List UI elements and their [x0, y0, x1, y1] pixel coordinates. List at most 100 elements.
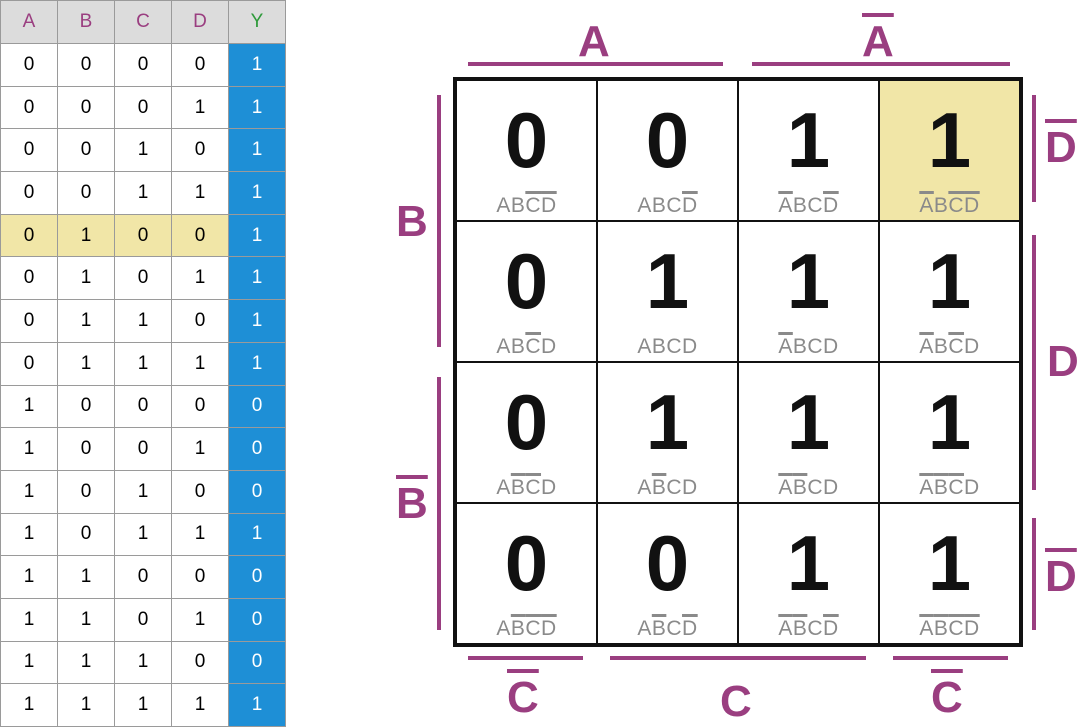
minterm-variable: C — [525, 476, 542, 499]
label-a-top: A — [578, 17, 610, 66]
minterm-variable: B — [651, 617, 667, 640]
input-cell: 0 — [114, 43, 172, 87]
kmap-cell-value: 1 — [786, 237, 831, 325]
input-cell: 0 — [171, 299, 229, 343]
minterm-variable: D — [964, 476, 980, 499]
input-cell: 0 — [171, 213, 229, 258]
minterm-variable: B — [651, 194, 667, 217]
input-cell: 1 — [114, 640, 172, 685]
minterm-variable: D — [964, 617, 980, 640]
minterm-variable: D — [682, 617, 698, 640]
truth-table-header-row: A B C D Y — [0, 0, 286, 44]
output-cell: 1 — [228, 171, 286, 215]
output-cell: 1 — [228, 85, 286, 130]
input-cell: 0 — [114, 427, 172, 471]
input-cell: 0 — [0, 299, 58, 343]
input-cell: 1 — [114, 299, 172, 343]
kmap-cell-minterm: ABCD — [457, 194, 596, 218]
kmap-cell-minterm: ABCD — [457, 335, 596, 359]
minterm-variable: A — [496, 476, 511, 499]
input-cell: 1 — [0, 384, 58, 429]
minterm-variable: A — [496, 194, 511, 217]
input-cell: 1 — [171, 341, 229, 386]
minterm-variable: B — [933, 335, 949, 358]
bracket-not-a-top — [752, 62, 1010, 66]
kmap-cell-value: 1 — [927, 519, 972, 607]
input-cell: 1 — [114, 683, 172, 727]
input-cell: 1 — [0, 469, 58, 514]
minterm-variable: B — [510, 194, 526, 217]
minterm-variable: A — [637, 194, 652, 217]
output-cell: 0 — [228, 469, 286, 514]
minterm-variable: A — [496, 335, 511, 358]
input-cell: 1 — [114, 341, 172, 386]
label-not-c-bottom-right: C — [931, 673, 963, 722]
input-cell: 1 — [114, 171, 172, 215]
minterm-variable: D — [541, 335, 557, 358]
minterm-variable: A — [496, 617, 511, 640]
input-cell: 1 — [171, 512, 229, 557]
header-a: A — [0, 0, 58, 44]
minterm-variable: D — [823, 476, 839, 499]
minterm-variable: A — [778, 476, 793, 499]
minterm-variable: C — [666, 476, 683, 499]
minterm-variable: C — [807, 335, 824, 358]
label-not-b-left: B — [396, 479, 428, 528]
kmap-cell-value: 1 — [645, 378, 690, 466]
minterm-variable: D — [823, 194, 839, 217]
minterm-variable: C — [948, 194, 965, 217]
header-b: B — [57, 0, 115, 44]
minterm-variable: A — [637, 335, 652, 358]
kmap-cell-value: 0 — [504, 378, 549, 466]
bracket-not-d-top-right — [1032, 95, 1036, 202]
label-d-right: D — [1047, 337, 1079, 386]
minterm-variable: B — [933, 194, 949, 217]
minterm-variable: B — [651, 335, 667, 358]
minterm-variable: C — [948, 476, 965, 499]
minterm-variable: B — [510, 335, 526, 358]
minterm-variable: C — [666, 617, 683, 640]
input-cell: 0 — [114, 256, 172, 301]
output-cell: 1 — [228, 256, 286, 301]
input-cell: 1 — [171, 683, 229, 727]
input-cell: 0 — [57, 85, 115, 130]
input-cell: 0 — [114, 213, 172, 258]
kmap-cell-value: 1 — [786, 96, 831, 184]
kmap-cell-value: 0 — [645, 519, 690, 607]
bracket-not-c-bottom-left — [468, 656, 583, 660]
input-cell: 1 — [0, 427, 58, 471]
minterm-variable: D — [541, 476, 557, 499]
input-cell: 1 — [0, 683, 58, 727]
input-cell: 1 — [114, 128, 172, 173]
minterm-variable: A — [637, 617, 652, 640]
minterm-variable: D — [964, 194, 980, 217]
output-cell: 0 — [228, 427, 286, 471]
input-cell: 1 — [57, 213, 115, 258]
input-cell: 0 — [0, 341, 58, 386]
minterm-variable: A — [919, 476, 934, 499]
input-cell: 1 — [57, 256, 115, 301]
minterm-variable: B — [651, 476, 667, 499]
input-cell: 0 — [0, 128, 58, 173]
minterm-variable: C — [666, 335, 683, 358]
header-y: Y — [228, 0, 286, 44]
bracket-a-top — [468, 62, 723, 66]
